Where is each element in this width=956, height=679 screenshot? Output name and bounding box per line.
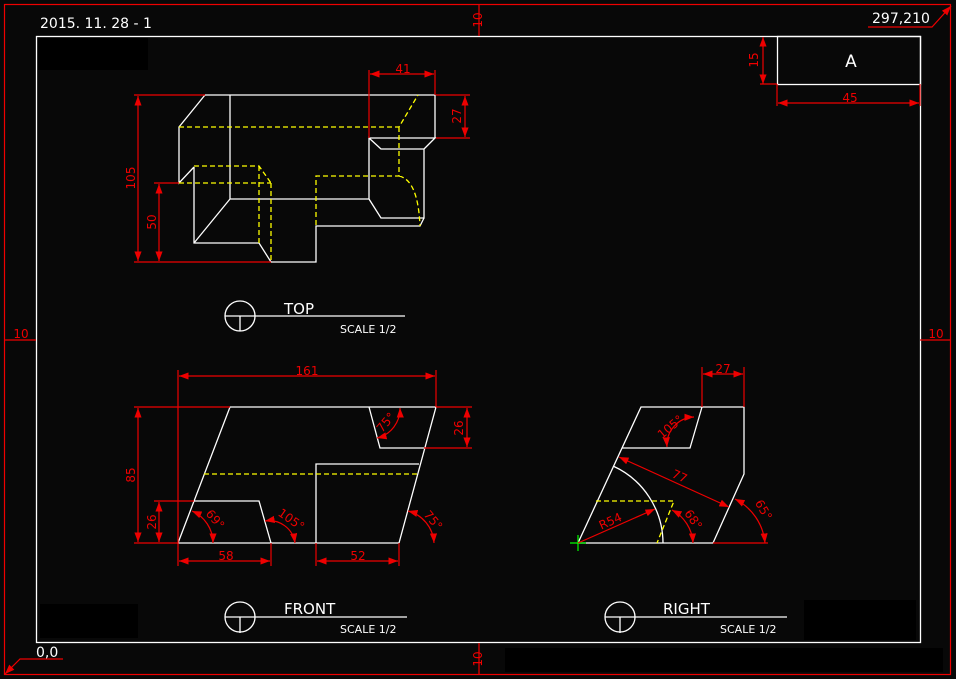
dim-top-105: 105 <box>124 167 138 190</box>
svg-text:SCALE 1/2: SCALE 1/2 <box>340 323 396 336</box>
sheet-size-leader <box>868 5 952 28</box>
sheet-size-label: 297,210 <box>872 11 930 27</box>
svg-text:RIGHT: RIGHT <box>663 600 711 618</box>
svg-text:10: 10 <box>471 651 485 666</box>
dim-top-27: 27 <box>450 108 464 123</box>
margin-bottom: 10 <box>471 643 485 675</box>
dim-front-58: 58 <box>218 549 233 563</box>
angle-front-69: 69° <box>203 507 227 532</box>
svg-text:SCALE 1/2: SCALE 1/2 <box>720 623 776 636</box>
origin-label: 0,0 <box>36 645 58 661</box>
dim-top-41: 41 <box>395 62 410 76</box>
margin-right: 10 <box>920 327 951 341</box>
dim-front-52: 52 <box>350 549 365 563</box>
right-view-label: RIGHT SCALE 1/2 <box>604 600 787 636</box>
svg-text:10: 10 <box>471 12 485 27</box>
angle-right-65: 65° <box>752 497 775 522</box>
sheet-border <box>3 3 952 676</box>
angle-right-68: 68° <box>681 507 705 532</box>
dim-right-77: 77 <box>670 467 690 486</box>
dim-front-85: 85 <box>124 467 138 482</box>
blank-patch <box>505 648 943 672</box>
dim-front-161: 161 <box>296 364 319 378</box>
dim-front-26-left: 26 <box>145 514 159 529</box>
title-block-width: 45 <box>842 91 857 105</box>
svg-text:10: 10 <box>13 327 28 341</box>
front-view[interactable]: 161 85 26 26 58 52 69° 105° 75° 75° <box>124 364 472 566</box>
blank-patch <box>804 600 916 640</box>
drawing-date: 2015. 11. 28 - 1 <box>40 16 152 32</box>
title-block-label: A <box>845 52 857 72</box>
dim-top-50: 50 <box>145 214 159 229</box>
drawing-frame <box>35 35 922 644</box>
svg-text:SCALE 1/2: SCALE 1/2 <box>340 623 396 636</box>
blank-patch <box>40 604 138 638</box>
right-view[interactable]: 27 77 R54 105° 68° 65° <box>570 362 775 551</box>
svg-text:10: 10 <box>928 327 943 341</box>
angle-front-75-notch: 75° <box>374 410 398 435</box>
top-view[interactable]: 41 27 105 50 <box>124 62 470 263</box>
svg-text:TOP: TOP <box>283 300 314 318</box>
blank-patch <box>38 38 148 70</box>
origin-leader <box>4 658 63 675</box>
front-view-label: FRONT SCALE 1/2 <box>224 600 407 636</box>
title-block[interactable]: A 15 45 <box>747 35 922 107</box>
angle-front-105: 105° <box>275 506 307 534</box>
title-block-height: 15 <box>747 52 761 67</box>
angle-front-75-right: 75° <box>421 508 445 533</box>
margin-left: 10 <box>5 327 36 341</box>
margin-top: 10 <box>471 4 485 36</box>
dim-right-27: 27 <box>715 362 730 376</box>
angle-right-105: 105° <box>655 412 686 441</box>
svg-text:FRONT: FRONT <box>284 600 336 618</box>
top-view-label: TOP SCALE 1/2 <box>224 300 405 336</box>
dim-front-26-right: 26 <box>452 420 466 435</box>
